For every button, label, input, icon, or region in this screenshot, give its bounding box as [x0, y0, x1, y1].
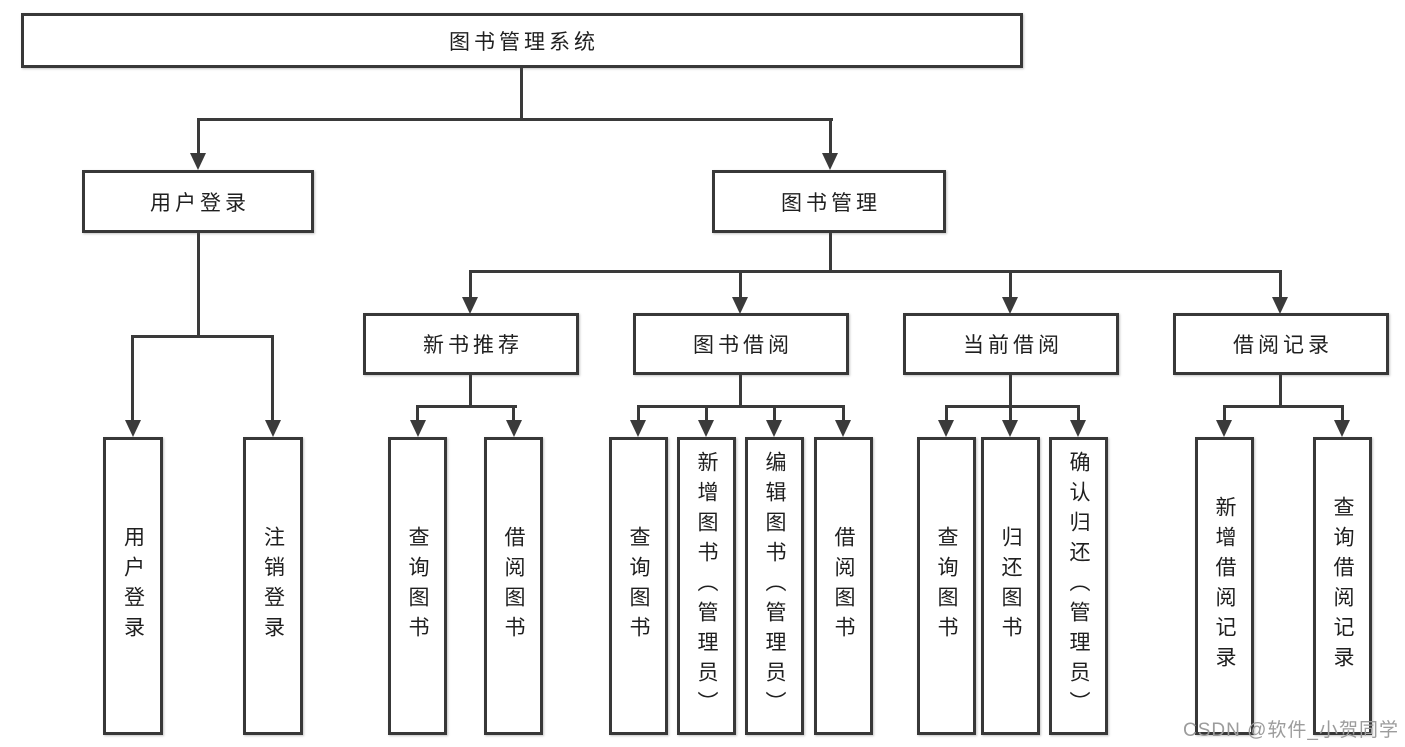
arrow-down-icon [1272, 297, 1288, 314]
connector-line [469, 270, 1282, 273]
arrow-down-icon [835, 420, 851, 437]
node-book-borrow: 图书借阅 [633, 313, 849, 375]
leaf-query-borrow-record: 查询借阅记录 [1313, 437, 1372, 735]
connector-line [739, 270, 742, 298]
leaf-add-book-admin: 新增图书（管理员） [677, 437, 736, 735]
node-new-book-recommend: 新书推荐 [363, 313, 579, 375]
arrow-down-icon [265, 420, 281, 437]
connector-line [1223, 405, 1226, 421]
connector-line [1009, 270, 1012, 298]
leaf-return-book: 归还图书 [981, 437, 1040, 735]
arrow-down-icon [125, 420, 141, 437]
connector-line [197, 118, 200, 154]
connector-line [945, 405, 1080, 408]
arrow-down-icon [1334, 420, 1350, 437]
node-book-management: 图书管理 [712, 170, 946, 233]
node-root-system: 图书管理系统 [21, 13, 1023, 68]
leaf-user-login: 用户登录 [103, 437, 163, 735]
leaf-recommend-borrow-book: 借阅图书 [484, 437, 543, 735]
connector-line [416, 405, 517, 408]
connector-line [469, 270, 472, 298]
connector-line [469, 374, 472, 407]
arrow-down-icon [1002, 297, 1018, 314]
connector-line [705, 405, 708, 421]
arrow-down-icon [1216, 420, 1232, 437]
connector-line [197, 233, 200, 337]
arrow-down-icon [190, 153, 206, 170]
connector-line [131, 335, 274, 338]
leaf-add-borrow-record: 新增借阅记录 [1195, 437, 1254, 735]
connector-line [739, 374, 742, 407]
csdn-watermark: CSDN @软件_小贺同学 [1183, 720, 1399, 741]
leaf-borrow-book: 借阅图书 [814, 437, 873, 735]
connector-line [773, 405, 776, 421]
arrow-down-icon [462, 297, 478, 314]
connector-line [637, 405, 640, 421]
connector-line [1077, 405, 1080, 421]
connector-line [512, 405, 515, 421]
node-borrow-records: 借阅记录 [1173, 313, 1389, 375]
leaf-logout: 注销登录 [243, 437, 303, 735]
connector-line [520, 68, 523, 121]
node-current-borrow: 当前借阅 [903, 313, 1119, 375]
leaf-recommend-query-book: 查询图书 [388, 437, 447, 735]
connector-line [1279, 270, 1282, 298]
connector-line [637, 405, 845, 408]
arrow-down-icon [1002, 420, 1018, 437]
connector-line [131, 335, 134, 421]
connector-line [416, 405, 419, 421]
leaf-edit-book-admin: 编辑图书（管理员） [745, 437, 804, 735]
leaf-borrow-query-book: 查询图书 [609, 437, 668, 735]
arrow-down-icon [1070, 420, 1086, 437]
connector-line [1009, 374, 1012, 407]
connector-line [1341, 405, 1344, 421]
connector-line [197, 118, 833, 121]
arrow-down-icon [822, 153, 838, 170]
connector-line [1223, 405, 1344, 408]
arrow-down-icon [698, 420, 714, 437]
connector-line [1009, 405, 1012, 421]
connector-line [271, 335, 274, 421]
arrow-down-icon [732, 297, 748, 314]
connector-line [842, 405, 845, 421]
connector-line [1279, 374, 1282, 407]
arrow-down-icon [938, 420, 954, 437]
connector-line [945, 405, 948, 421]
connector-line [829, 118, 832, 154]
connector-line [829, 233, 832, 272]
leaf-confirm-return-admin: 确认归还（管理员） [1049, 437, 1108, 735]
arrow-down-icon [630, 420, 646, 437]
arrow-down-icon [410, 420, 426, 437]
arrow-down-icon [506, 420, 522, 437]
node-user-login: 用户登录 [82, 170, 314, 233]
arrow-down-icon [766, 420, 782, 437]
leaf-current-query-book: 查询图书 [917, 437, 976, 735]
